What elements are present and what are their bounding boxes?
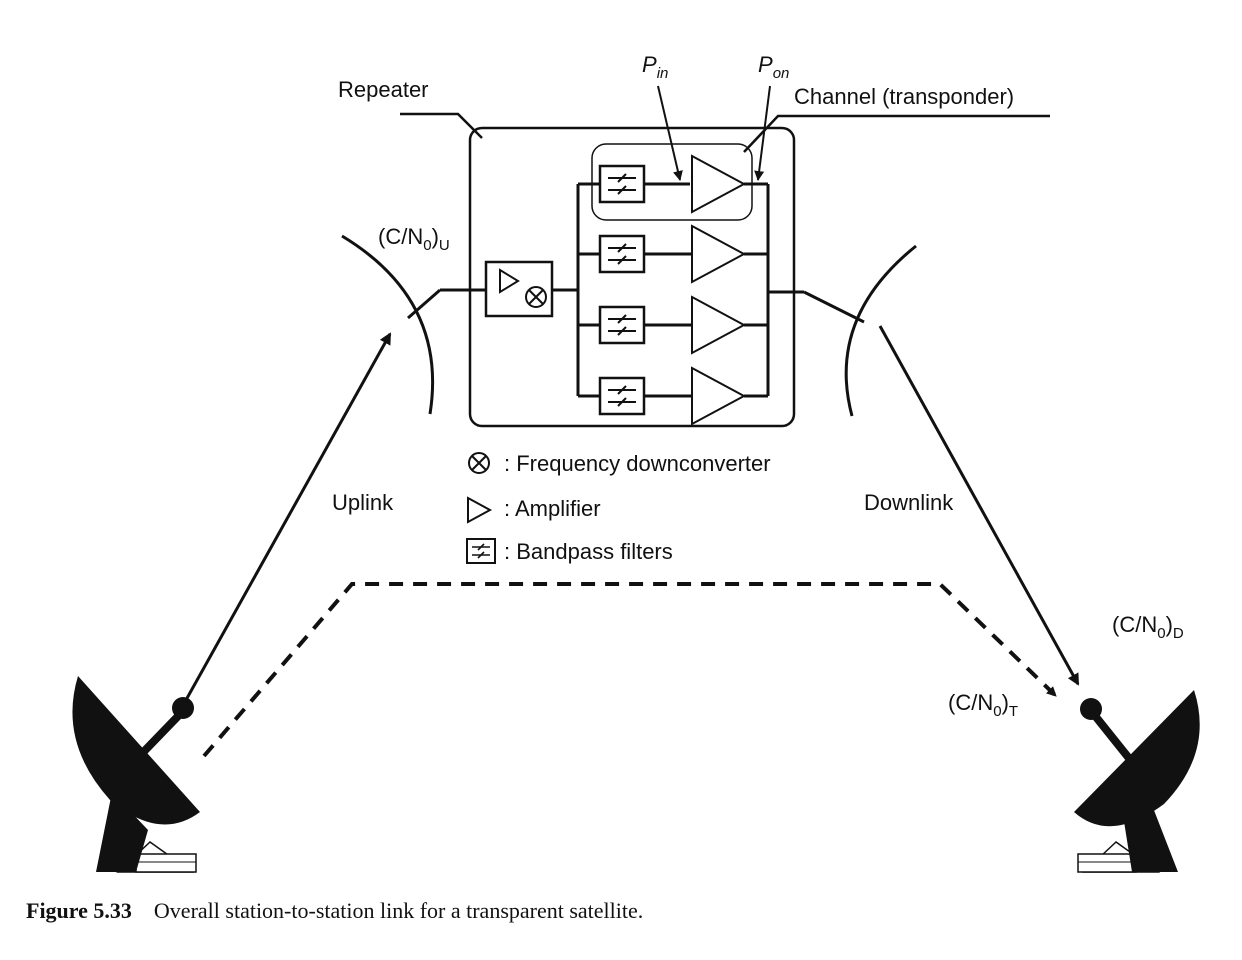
- amplifier-icon: [691, 296, 745, 354]
- cn-uplink-label: (C/N0)U: [378, 224, 450, 254]
- downlink-arrow: [878, 325, 1080, 686]
- p-on-arrow: [754, 85, 771, 181]
- total-link-dashed: [202, 582, 1058, 758]
- caption-text: Overall station-to-station link for a tr…: [153, 898, 644, 923]
- amplifier-icon: [467, 496, 493, 524]
- repeater-label: Repeater: [338, 77, 429, 102]
- uplink-arrow: [184, 332, 392, 701]
- repeater-wiring: [440, 182, 804, 398]
- downlink-label: Downlink: [864, 490, 954, 515]
- bandpass-filter-icon: [598, 376, 646, 416]
- uplink-label: Uplink: [332, 490, 394, 515]
- figure-caption: Figure 5.33 Overall station-to-station li…: [26, 898, 1216, 924]
- legend-item-downconverter: : Frequency downconverter: [504, 451, 771, 476]
- bandpass-filter-icon: [598, 164, 646, 204]
- transmit-antenna-feed: [803, 290, 865, 324]
- legend-item-bandpass: : Bandpass filters: [504, 539, 673, 564]
- cn-total-label: (C/N0)T: [948, 690, 1018, 720]
- legend-item-amplifier: : Amplifier: [504, 496, 601, 521]
- receive-antenna-feed: [407, 288, 441, 320]
- channel-leader: [743, 114, 1050, 153]
- channel-label: Channel (transponder): [794, 84, 1014, 109]
- receive-antenna-arc: [341, 234, 435, 415]
- bandpass-filter-icon: [466, 538, 496, 564]
- p-on-label: Pon: [758, 52, 789, 82]
- figure-number: Figure 5.33: [26, 898, 132, 923]
- right-earth-station-icon: [1074, 690, 1200, 873]
- amplifier-icon: [691, 225, 745, 283]
- cn-downlink-label: (C/N0)D: [1112, 612, 1184, 642]
- repeater-leader: [400, 112, 483, 139]
- bandpass-filter-icon: [598, 305, 646, 345]
- legend: : Frequency downconverter : Amplifier : …: [466, 451, 771, 564]
- p-in-arrow: [657, 85, 683, 181]
- amplifier-icon: [691, 367, 745, 425]
- p-in-label: Pin: [642, 52, 668, 82]
- bandpass-filter-icon: [598, 234, 646, 274]
- amplifier-icon: [691, 155, 745, 213]
- transmit-antenna-arc: [844, 244, 917, 417]
- downconverter-icon: [468, 452, 490, 474]
- downconverter-block: [484, 260, 554, 318]
- repeater-box: [468, 126, 796, 428]
- left-earth-station-icon: [72, 676, 200, 873]
